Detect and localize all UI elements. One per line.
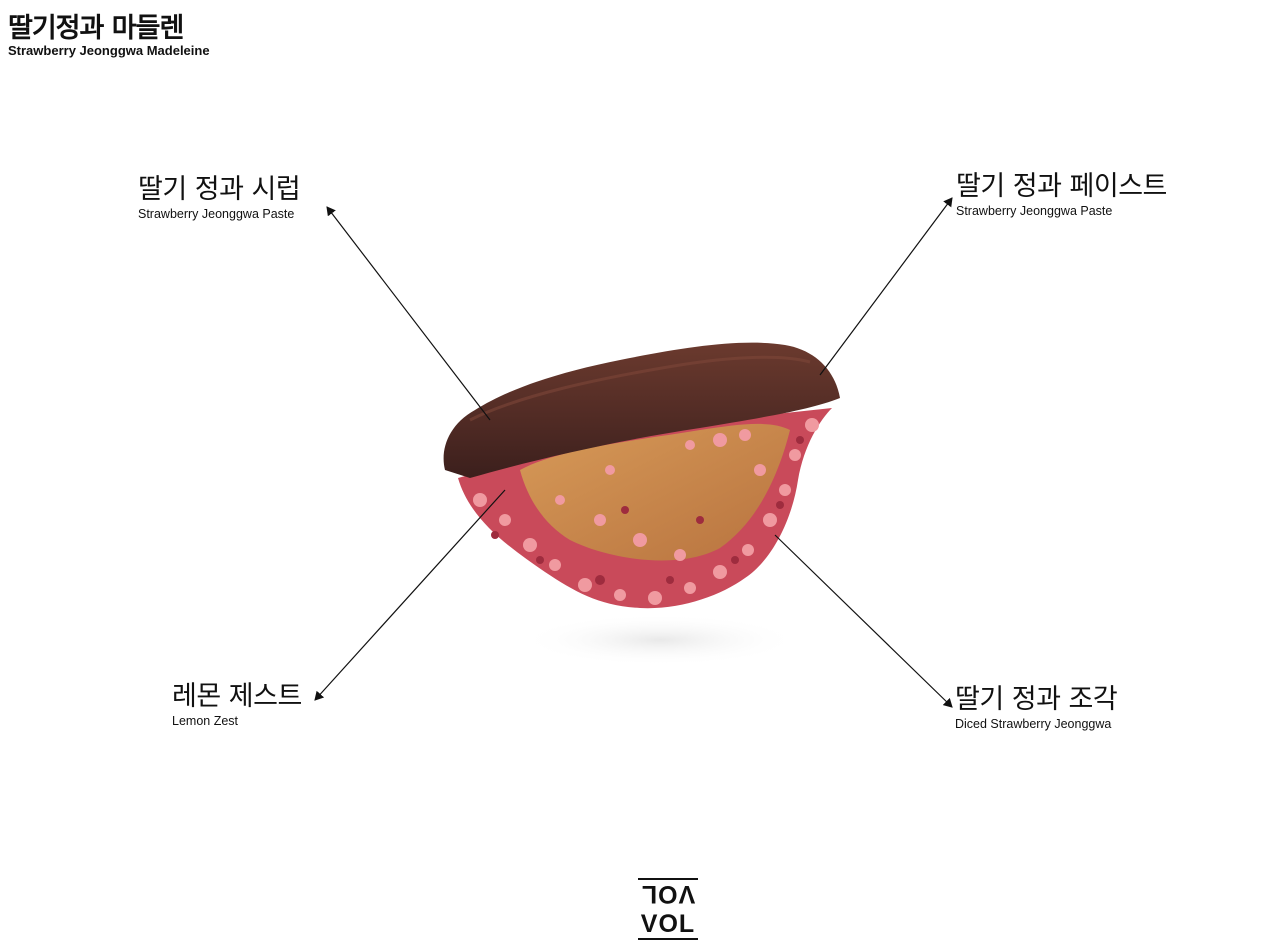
label-diced: 딸기 정과 조각 Diced Strawberry Jeonggwa [955,684,1118,732]
plate-shadow [520,614,800,666]
label-diced-en: Diced Strawberry Jeonggwa [955,717,1112,731]
label-diced-ko: 딸기 정과 조각 [955,684,1118,715]
leader-line-diced [774,534,953,708]
label-syrup-ko: 딸기 정과 시럽 [138,174,301,205]
label-syrup-en: Strawberry Jeonggwa Paste [138,207,295,221]
label-paste-en: Strawberry Jeonggwa Paste [956,204,1113,218]
label-zest: 레몬 제스트 Lemon Zest [172,682,302,729]
label-paste: 딸기 정과 페이스트 Strawberry Jeonggwa Paste [956,172,1167,219]
vol-logo-text: VOL [638,910,698,940]
label-paste-ko: 딸기 정과 페이스트 [956,171,1167,202]
page-subtitle: Strawberry Jeonggwa Madeleine [8,43,210,58]
vol-logo: VOL VOL [638,878,698,940]
label-syrup: 딸기 정과 시럽 Strawberry Jeonggwa Paste [138,174,301,222]
crumble-specks [473,418,819,605]
leader-line-syrup [326,206,491,421]
label-zest-en: Lemon Zest [172,714,239,728]
label-zest-ko: 레몬 제스트 [172,681,302,712]
crust-highlight [469,355,811,422]
cake-interior [520,423,790,561]
leader-line-zest [314,489,506,701]
vol-logo-mirrored: VOL [638,878,698,908]
page-title: 딸기정과 마들렌 [8,13,184,44]
madeleine-crust [443,342,840,478]
crumble-specks-dark [491,436,804,585]
leader-line-paste [819,197,953,376]
